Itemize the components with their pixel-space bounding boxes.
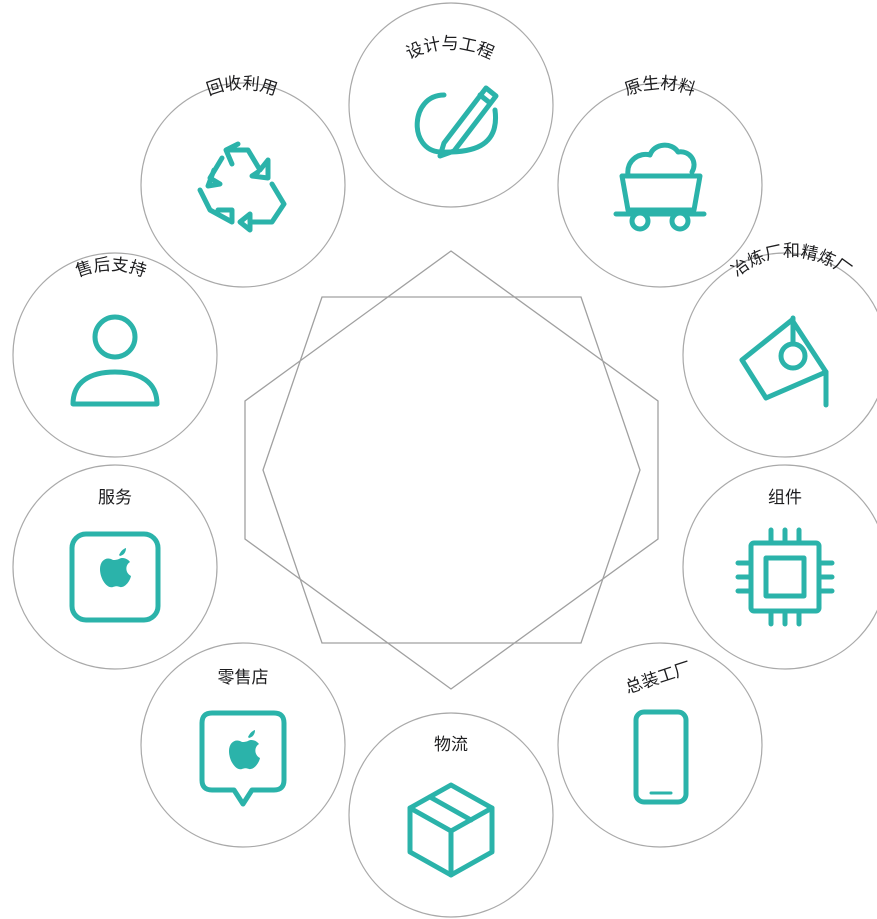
mine-cart-icon <box>613 142 707 232</box>
chip-icon <box>735 527 835 627</box>
smelter-crucible-icon <box>739 315 829 408</box>
node-label: 组件 <box>768 488 802 508</box>
node-retail-store[interactable]: 零售店 <box>140 642 346 848</box>
node-services[interactable]: 服务 <box>12 464 218 670</box>
phone-icon <box>633 709 689 805</box>
package-box-icon <box>407 782 495 878</box>
node-design-engineering[interactable]: 设计与工程 <box>348 2 554 208</box>
apple-store-icon <box>199 710 287 807</box>
center-polygon-outer <box>244 250 659 690</box>
node-smelters-refiners[interactable]: 冶炼厂和精炼厂 <box>682 242 877 458</box>
recycle-icon <box>197 141 287 233</box>
center-polygon-inner <box>262 296 641 644</box>
node-final-assembly[interactable]: 总装工厂 <box>557 642 763 848</box>
node-raw-materials[interactable]: 原生材料 <box>557 73 763 288</box>
apple-logo-icon <box>69 531 161 623</box>
node-label: 物流 <box>434 735 468 755</box>
node-label: 服务 <box>98 488 132 508</box>
design-pencil-icon <box>414 85 499 159</box>
node-recycling[interactable]: 回收利用 <box>140 73 346 288</box>
node-label: 零售店 <box>218 668 269 688</box>
node-logistics[interactable]: 物流 <box>348 712 554 918</box>
node-after-sales-support[interactable]: 售后支持 <box>12 252 218 458</box>
person-icon <box>70 314 160 407</box>
node-components[interactable]: 组件 <box>682 464 877 670</box>
